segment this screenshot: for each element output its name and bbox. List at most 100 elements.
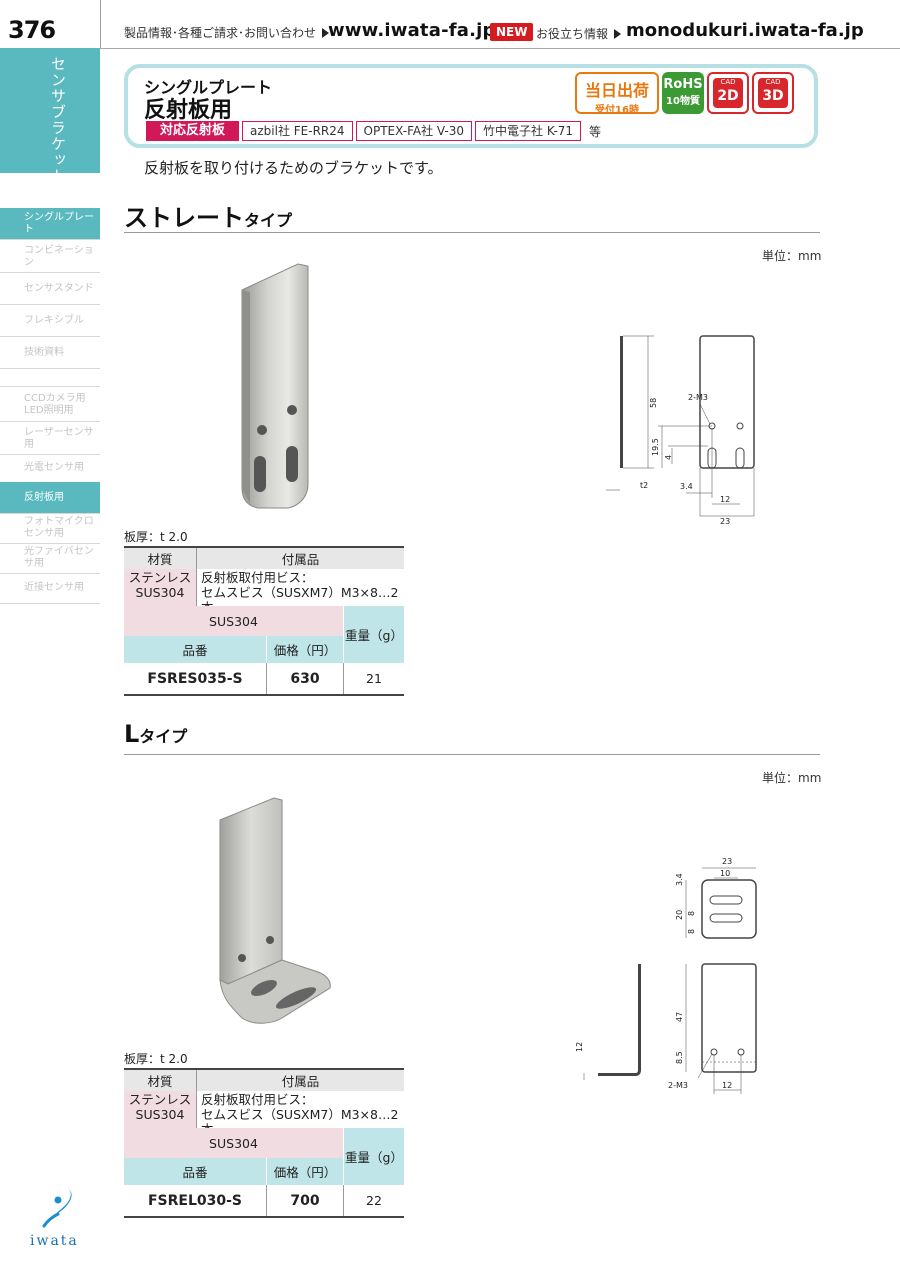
l-bracket-photo <box>219 797 331 1024</box>
accessory-header: 付属品 <box>196 1068 404 1091</box>
weight-header: 重量（g） <box>343 606 404 663</box>
monodukuri-url-link[interactable]: monodukuri.iwata-fa.jp <box>626 20 864 41</box>
table-row: FSRES035-S 630 21 <box>124 663 404 696</box>
straight-bracket-drawing: 58 2-M3 19.5 4 t2 3.4 12 23 <box>606 335 755 526</box>
dim-8-5: 8.5 <box>675 1051 684 1064</box>
table-row: FSREL030-S 700 22 <box>124 1185 404 1218</box>
price-group-header: SUS304 <box>124 606 344 636</box>
dim-19-5: 19.5 <box>651 438 660 456</box>
section-title-l-type: Lタイプ <box>124 720 187 748</box>
product-title: 反射板用 <box>144 98 233 123</box>
price-table: SUS304 重量（g） 品番 価格（円） FSREL030-S 700 22 <box>124 1128 404 1218</box>
header-info-text: 製品情報･各種ご請求･お問い合わせ <box>124 26 317 40</box>
dim-3-4: 3.4 <box>675 873 684 886</box>
material-line: SUS304 <box>135 1107 185 1122</box>
dim-t2: 12 <box>575 1042 584 1052</box>
reflector-label: 対応反射板 <box>146 121 240 141</box>
dim-3-4: 3.4 <box>680 482 693 491</box>
sidebar-item-sensor-stand[interactable]: センサスタンド <box>0 273 100 305</box>
part-number: FSRES035-S <box>124 663 267 696</box>
new-badge: NEW <box>490 23 534 41</box>
price-group-header: SUS304 <box>124 1128 344 1158</box>
unit-label: 単位：mm <box>762 249 822 263</box>
badge-top: CAD <box>720 78 736 86</box>
sidebar-item-technical[interactable]: 技術資料 <box>0 337 100 369</box>
price-value: 630 <box>266 663 344 696</box>
dim-10: 10 <box>720 869 730 878</box>
sidebar-item-ccd-led[interactable]: CCDカメラ用 LED照明用 <box>0 388 100 422</box>
material-line: SUS304 <box>135 585 185 600</box>
material-header: 材質 <box>124 546 197 569</box>
logo-text: iwata <box>30 1233 79 1249</box>
badge-main: RoHS <box>663 77 703 92</box>
sidebar-item-label: レーザーセンサ用 <box>24 426 94 450</box>
sidebar-item-single-plate[interactable]: シングルプレート <box>0 208 100 240</box>
reflector-item: 竹中電子社 K-71 <box>475 121 582 141</box>
sidebar-category-label: センサブラケット <box>49 56 67 184</box>
cad-3d-badge[interactable]: CAD 3D <box>752 72 794 114</box>
iwata-logo-icon <box>42 1188 72 1228</box>
sidebar-item-fiber[interactable]: 光ファイバセンサ用 <box>0 542 100 574</box>
price-table: SUS304 重量（g） 品番 価格（円） FSRES035-S 630 21 <box>124 606 404 696</box>
sidebar-spacer <box>0 369 100 387</box>
badge-sub: 受付16時 <box>595 105 639 116</box>
sidebar-item-label: シングルプレート <box>24 211 94 235</box>
cad-2d-badge[interactable]: CAD 2D <box>707 72 749 114</box>
arrow-right-icon <box>614 29 622 39</box>
title-small: タイプ <box>244 211 293 230</box>
dim-4: 4 <box>664 455 673 460</box>
material-line: ステンレス <box>128 1092 192 1107</box>
weight-value: 21 <box>343 663 404 696</box>
sidebar-item-reflector[interactable]: 反射板用 <box>0 482 100 514</box>
badge-top: CAD <box>765 78 781 86</box>
sidebar-item-label: CCDカメラ用 LED照明用 <box>24 392 86 416</box>
product-header-box <box>124 64 818 148</box>
header-rule <box>0 48 900 49</box>
dim-height: 58 <box>649 398 658 408</box>
sidebar-item-label: 近接センサ用 <box>24 581 84 593</box>
dim-47: 47 <box>675 1012 684 1022</box>
dim-23: 23 <box>722 857 732 866</box>
sidebar-item-photoelectric[interactable]: 光電センサ用 <box>0 452 100 484</box>
title-main: ストレート <box>124 204 244 232</box>
reflector-row: 対応反射板 azbil社 FE-RR24 OPTEX-FA社 V-30 竹中電子… <box>146 121 601 141</box>
sidebar-item-laser[interactable]: レーザーセンサ用 <box>0 423 100 455</box>
dim-8b: 8 <box>687 929 696 934</box>
badge-main: 2D <box>717 88 739 104</box>
rohs-badge: RoHS 10物質 <box>662 72 704 114</box>
sidebar-item-proximity[interactable]: 近接センサ用 <box>0 572 100 604</box>
sidebar-item-label: フレキシブル <box>24 314 84 326</box>
section-rule <box>124 754 820 755</box>
badge-main: 当日出荷 <box>584 81 649 100</box>
accessory-line: 反射板取付用ビス： <box>201 1092 314 1107</box>
straight-bracket-photo <box>241 263 309 509</box>
new-info: お役立ち情報 <box>536 25 625 42</box>
price-value: 700 <box>266 1185 344 1218</box>
badge-main: 3D <box>762 88 784 104</box>
new-info-text: お役立ち情報 <box>536 27 609 41</box>
site-url-link[interactable]: www.iwata-fa.jp <box>328 20 496 41</box>
product-subtitle: シングルプレート <box>144 78 273 97</box>
price-header: 価格（円） <box>266 1158 344 1185</box>
material-line: ステンレス <box>128 570 192 585</box>
dim-23: 23 <box>720 517 730 526</box>
part-number: FSREL030-S <box>124 1185 267 1218</box>
dim-12: 12 <box>722 1081 732 1090</box>
material-header: 材質 <box>124 1068 197 1091</box>
accessory-header: 付属品 <box>196 546 404 569</box>
sidebar-item-label: センサスタンド <box>24 282 94 294</box>
arrow-right-icon <box>322 28 330 38</box>
sidebar-item-photomicro[interactable]: フォトマイクロセンサ用 <box>0 512 100 544</box>
sidebar-item-combination[interactable]: コンビネーション <box>0 241 100 273</box>
section-title-straight: ストレートタイプ <box>124 198 292 233</box>
sidebar-item-label: 技術資料 <box>24 346 64 358</box>
sidebar-item-label: 反射板用 <box>24 491 64 503</box>
sidebar-category-block <box>0 48 100 173</box>
sidebar-item-label: 光ファイバセンサ用 <box>24 545 94 569</box>
reflector-item: azbil社 FE-RR24 <box>242 121 353 141</box>
sidebar-item-label: コンビネーション <box>24 244 94 268</box>
price-header: 価格（円） <box>266 636 344 663</box>
intro-text: 反射板を取り付けるためのブラケットです。 <box>144 159 443 177</box>
sidebar-item-flexible[interactable]: フレキシブル <box>0 305 100 337</box>
